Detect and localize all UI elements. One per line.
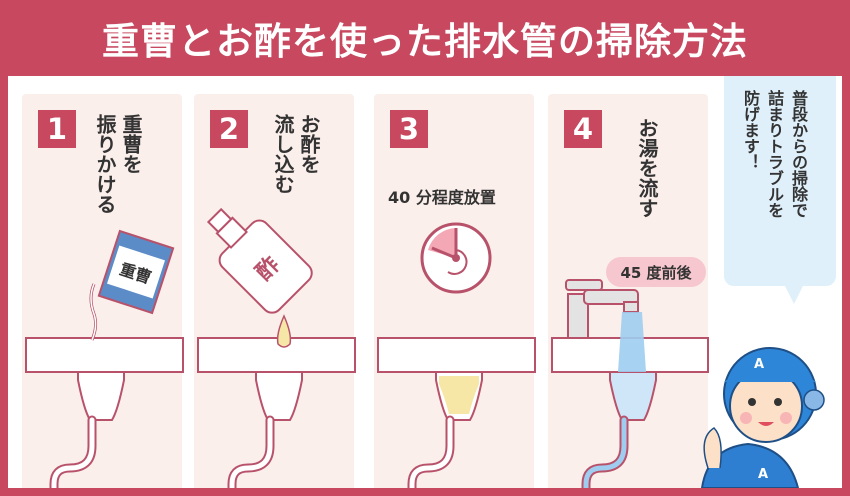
shirt-letter: A [758,467,768,482]
cap-letter: A [754,357,764,372]
advice-bubble [724,76,836,286]
step-text: 重曹を振りかける [92,114,144,214]
illustration-layer: 重曹 酢 [25,207,825,488]
sink-pipe-3 [377,337,536,488]
step-text-line: お酢を流し込む [271,114,321,194]
content-area: 1 重曹を振りかける 2 お酢を流し込む 3 40 分程度放置 4 お湯を流す [8,76,842,488]
vinegar-drop [276,314,292,348]
step-number: 4 [564,110,602,148]
faucet-icon [565,279,639,339]
baking-soda-box: 重曹 [97,229,175,315]
advice-text: 普段からの掃除で詰まりトラブルを防げます！ [741,90,808,218]
step-number: 1 [38,110,76,148]
step-text: お湯を流す [635,118,659,218]
water-stream [618,312,646,372]
temperature-badge: 45 度前後 [606,257,706,287]
step-number: 2 [210,110,248,148]
step-text: 40 分程度放置 [388,188,496,207]
step-number: 3 [390,110,428,148]
sink-pipe-1 [25,337,184,488]
advice-bubble-tail [784,284,804,304]
sink-pipe-2 [197,337,356,488]
step-text-line: 重曹を振りかける [93,114,143,214]
step-text: お酢を流し込む [270,114,322,194]
title-bar: 重曹とお酢を使った排水管の掃除方法 [0,0,850,76]
clock-icon [420,222,492,294]
mascot-character: A A [700,347,825,488]
page-title: 重曹とお酢を使った排水管の掃除方法 [102,20,748,63]
vinegar-bottle: 酢 [206,207,313,314]
